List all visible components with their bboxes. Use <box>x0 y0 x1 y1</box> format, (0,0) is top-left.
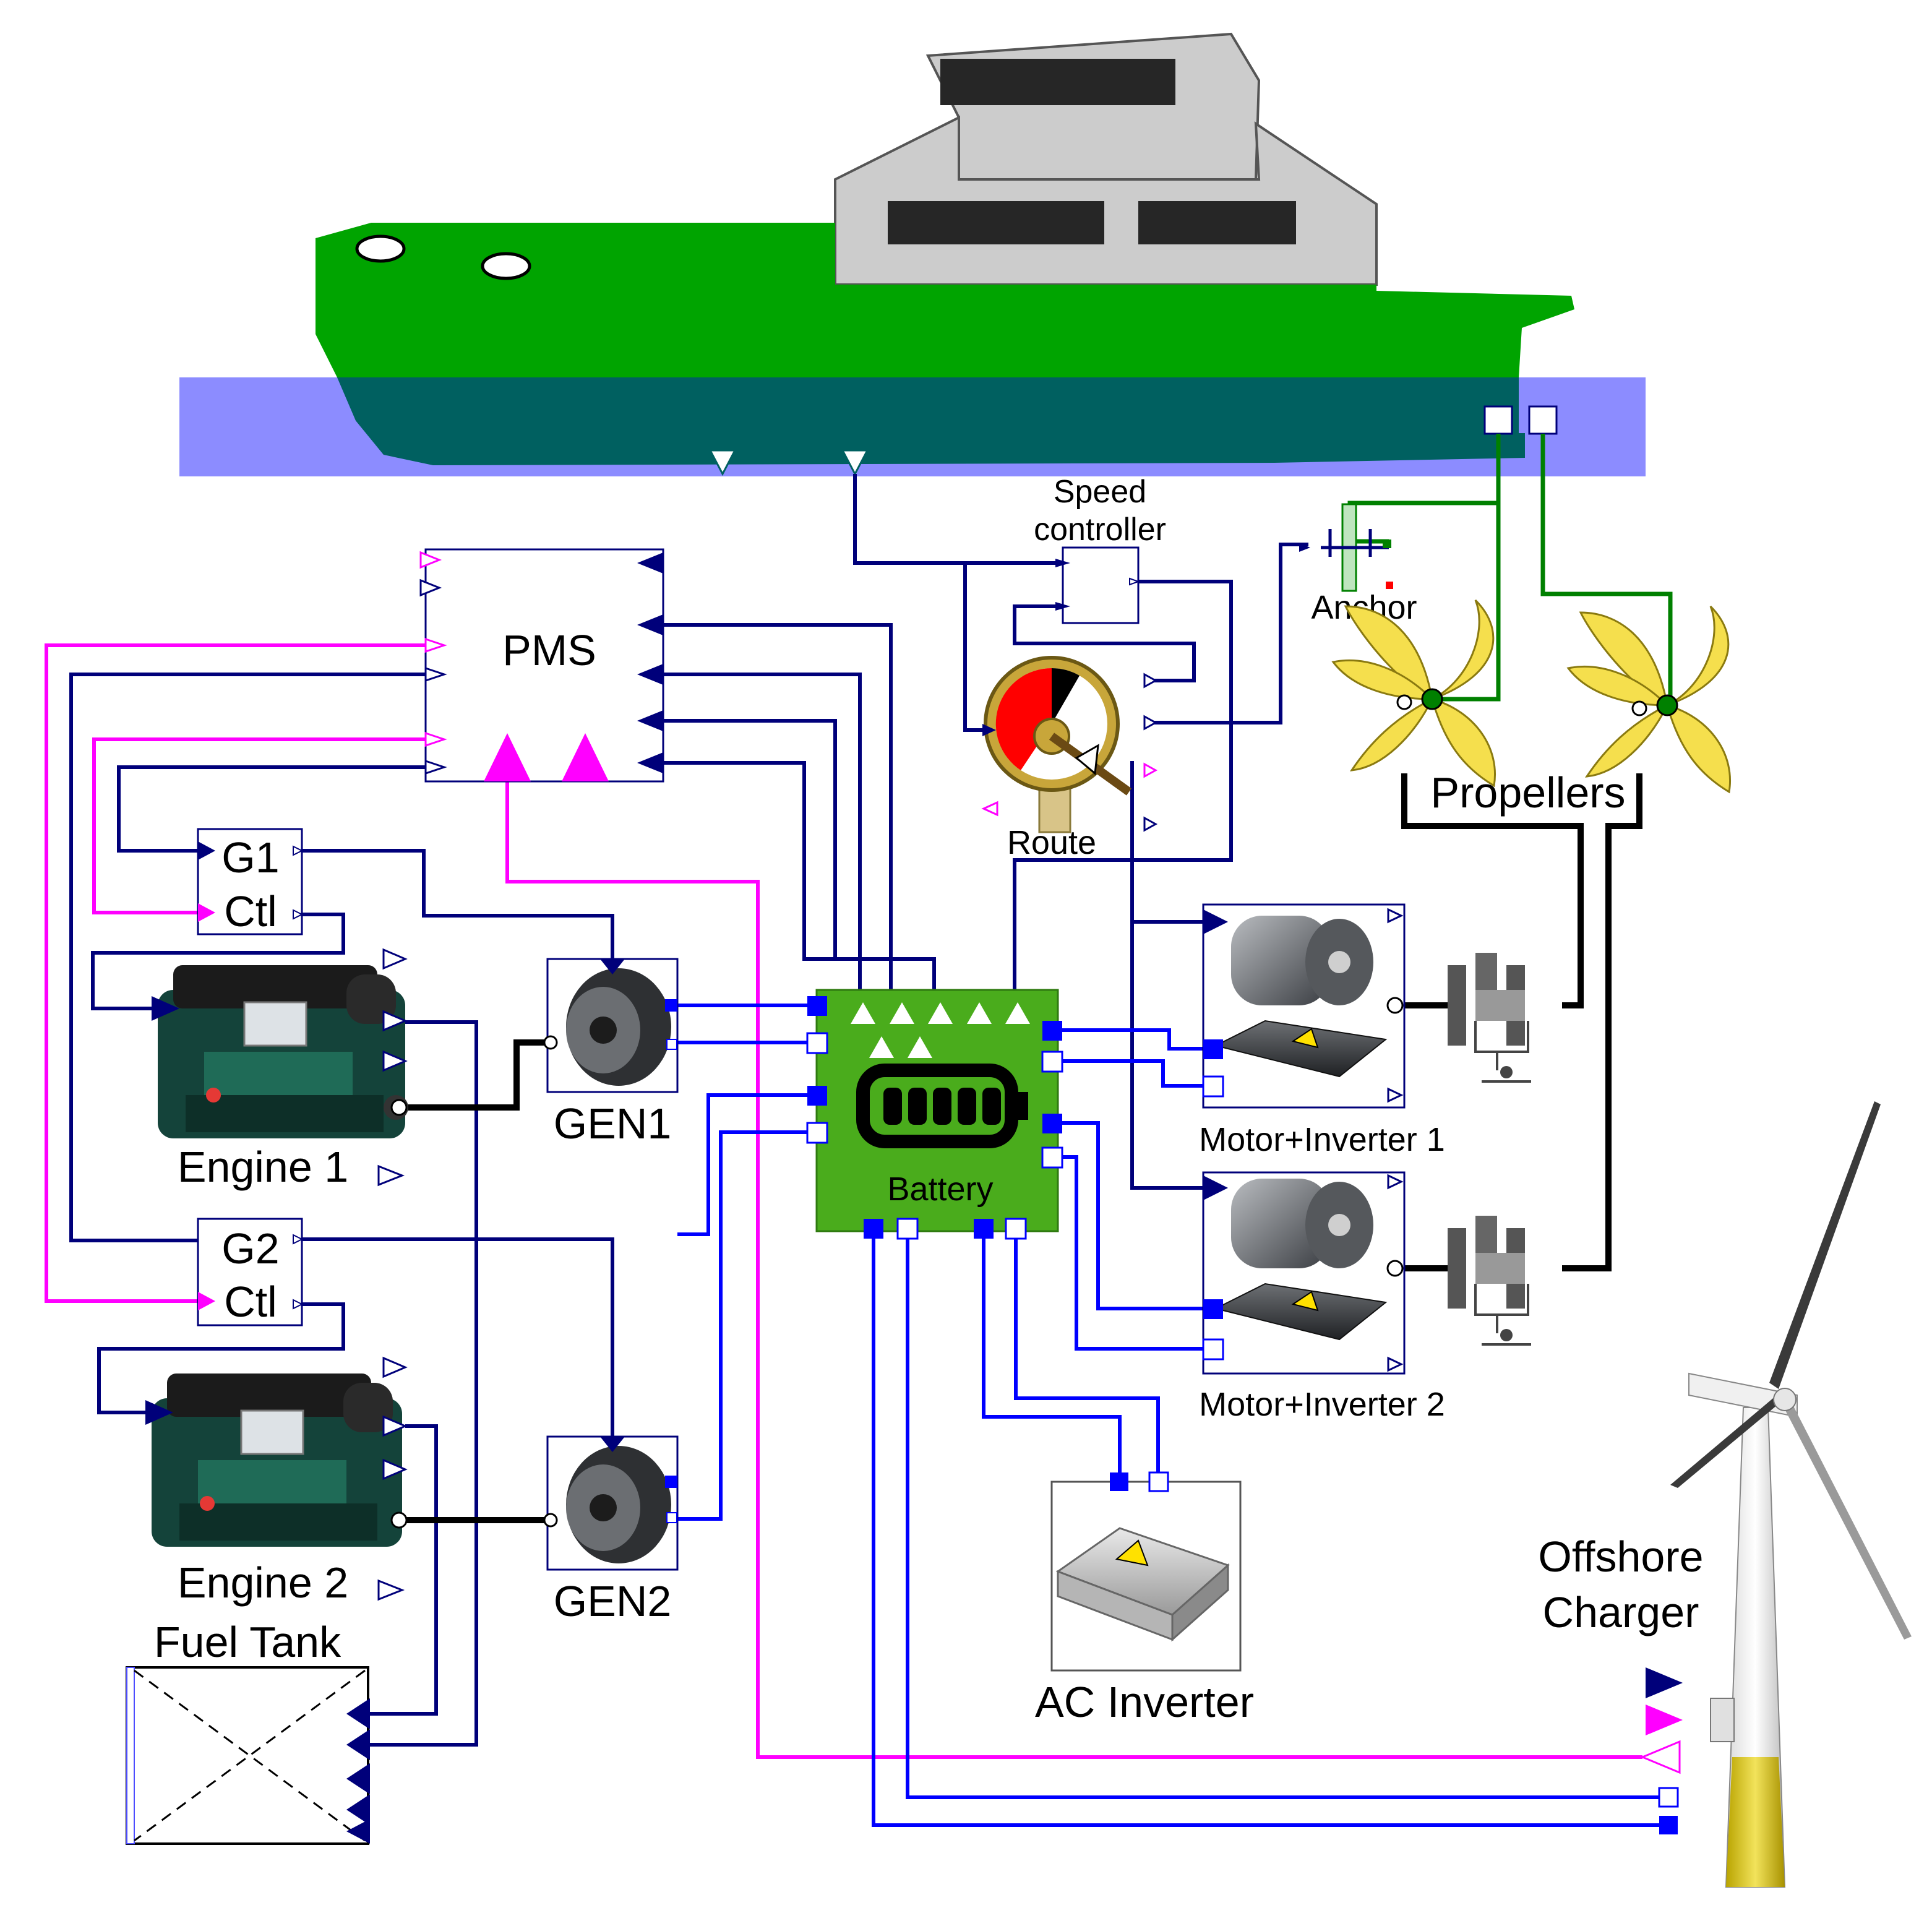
pms-input-triangle-1 <box>484 733 531 781</box>
propeller-icon[interactable] <box>1331 599 1496 788</box>
speed-controller-label-2: controller <box>1034 512 1166 548</box>
battery-label: Battery <box>887 1171 993 1208</box>
engine-2-label: Engine 2 <box>178 1558 348 1607</box>
offshore-charger-block[interactable]: Offshore Charger <box>1538 1101 1912 1888</box>
g1-ctl-label-2: Ctl <box>224 887 277 935</box>
motor-inverter-2-block[interactable]: Motor+Inverter 2 <box>1199 1171 1445 1423</box>
pms-label: PMS <box>502 626 596 674</box>
offshore-charger-label-1: Offshore <box>1538 1533 1703 1581</box>
inverter-icon <box>1214 1283 1388 1341</box>
generator-icon <box>566 968 671 1086</box>
motor-icon <box>1231 916 1373 1005</box>
gearbox-icon[interactable] <box>1448 1216 1531 1346</box>
offshore-charger-label-2: Charger <box>1543 1588 1699 1636</box>
ship-port-triangle-1 <box>708 449 737 476</box>
speed-controller-label-1: Speed <box>1054 474 1146 510</box>
ship-icon <box>179 32 1646 476</box>
g2-ctl-label-2: Ctl <box>224 1278 277 1326</box>
gearbox-icon[interactable] <box>1448 953 1531 1083</box>
motor-icon <box>1231 1179 1373 1268</box>
fuel-tank-icon <box>126 1666 369 1845</box>
motor-inverter-1-block[interactable]: Motor+Inverter 1 <box>1199 903 1445 1158</box>
ship-port-square-2 <box>1528 405 1558 435</box>
gauge-icon <box>984 656 1132 833</box>
ac-inverter-block[interactable]: AC Inverter <box>1035 1471 1254 1726</box>
wind-turbine-icon <box>1670 1101 1912 1888</box>
generator-icon <box>566 1446 671 1563</box>
battery-block[interactable]: Battery <box>806 989 1063 1240</box>
g2-ctl-label-1: G2 <box>221 1224 279 1273</box>
engine-1-label: Engine 1 <box>178 1143 348 1191</box>
ac-inverter-label: AC Inverter <box>1035 1678 1254 1726</box>
superstructure-top <box>925 32 1261 181</box>
inverter-icon <box>1214 1020 1388 1078</box>
pms-signal-lines <box>45 643 1642 1759</box>
speed-controller-block[interactable]: Speed controller <box>1034 474 1166 624</box>
gen1-block[interactable]: GEN1 <box>543 958 679 1148</box>
pms-input-triangle-2 <box>562 733 609 781</box>
motor-inverter-1-label: Motor+Inverter 1 <box>1199 1121 1445 1158</box>
hull-above-water <box>316 223 1574 377</box>
anchor-icon <box>1299 503 1393 592</box>
mechanical-shaft-lines <box>405 773 1642 1523</box>
electric-bus-lines <box>674 1004 1667 1827</box>
g1-ctl-block[interactable]: G1 Ctl <box>197 828 304 935</box>
gen1-label: GEN1 <box>554 1099 672 1148</box>
propeller-icon[interactable] <box>1566 605 1731 794</box>
route-block[interactable]: Route <box>981 656 1158 861</box>
engine-2-block[interactable]: Engine 2 <box>145 1356 408 1607</box>
fuel-tank-block[interactable]: Fuel Tank <box>126 1618 370 1845</box>
gen2-label: GEN2 <box>554 1577 672 1625</box>
propellers-label: Propellers <box>1430 768 1625 817</box>
g1-ctl-label-1: G1 <box>221 833 279 882</box>
engine-icon <box>158 965 408 1138</box>
fuel-tank-label: Fuel Tank <box>154 1618 341 1666</box>
g2-ctl-block[interactable]: G2 Ctl <box>197 1218 304 1326</box>
hull-below-water <box>337 377 1525 465</box>
route-label: Route <box>1007 824 1096 861</box>
gen2-block[interactable]: GEN2 <box>543 1435 679 1625</box>
control-signal-lines <box>69 474 1308 1747</box>
ship-port-triangle-2 <box>841 449 869 476</box>
engine-1-block[interactable]: Engine 1 <box>152 948 408 1191</box>
ship-port-square-1 <box>1483 405 1513 435</box>
pms-block[interactable]: PMS <box>419 548 664 783</box>
engine-icon <box>152 1373 402 1547</box>
battery-icon <box>856 1064 1028 1148</box>
inverter-icon <box>1055 1527 1230 1642</box>
motor-inverter-2-label: Motor+Inverter 2 <box>1199 1386 1445 1423</box>
